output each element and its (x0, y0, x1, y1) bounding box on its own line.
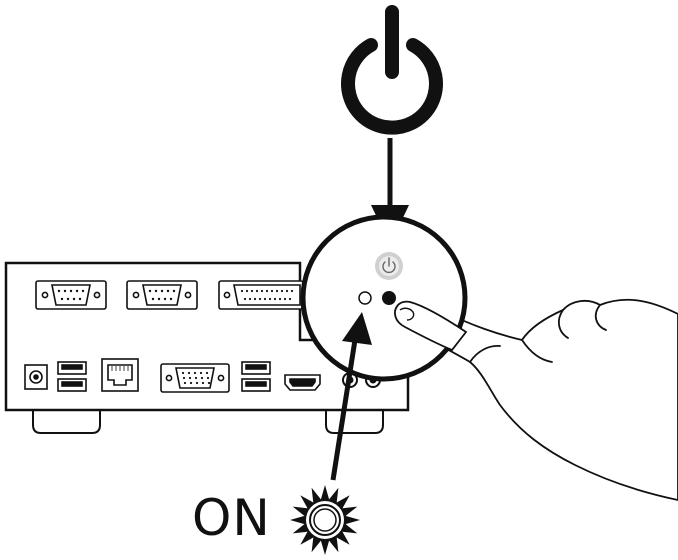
sun-icon (290, 485, 360, 555)
reset-button (382, 291, 396, 305)
fingertip (394, 300, 468, 352)
vga-port (160, 363, 230, 393)
serial-port-1 (35, 280, 107, 310)
left-foot (32, 410, 101, 434)
led-indicator-icon (358, 291, 372, 305)
power-button-icon (375, 252, 403, 280)
sun-disc (306, 501, 344, 539)
usb-ports-2 (241, 361, 271, 392)
ethernet-port (101, 358, 139, 392)
hdmi-port (284, 374, 321, 391)
sun-ring-outer (309, 504, 341, 536)
serial-port-2 (126, 280, 198, 310)
sun-ring-inner (313, 508, 337, 532)
dc-power-jack (24, 364, 48, 390)
usb-ports-1 (57, 361, 87, 392)
magnified-power-panel (300, 214, 468, 382)
power-symbol-icon (341, 5, 443, 135)
arrow-to-led (330, 312, 372, 481)
parallel-port (218, 280, 304, 310)
right-foot (325, 410, 384, 434)
on-label: ON (192, 489, 271, 547)
